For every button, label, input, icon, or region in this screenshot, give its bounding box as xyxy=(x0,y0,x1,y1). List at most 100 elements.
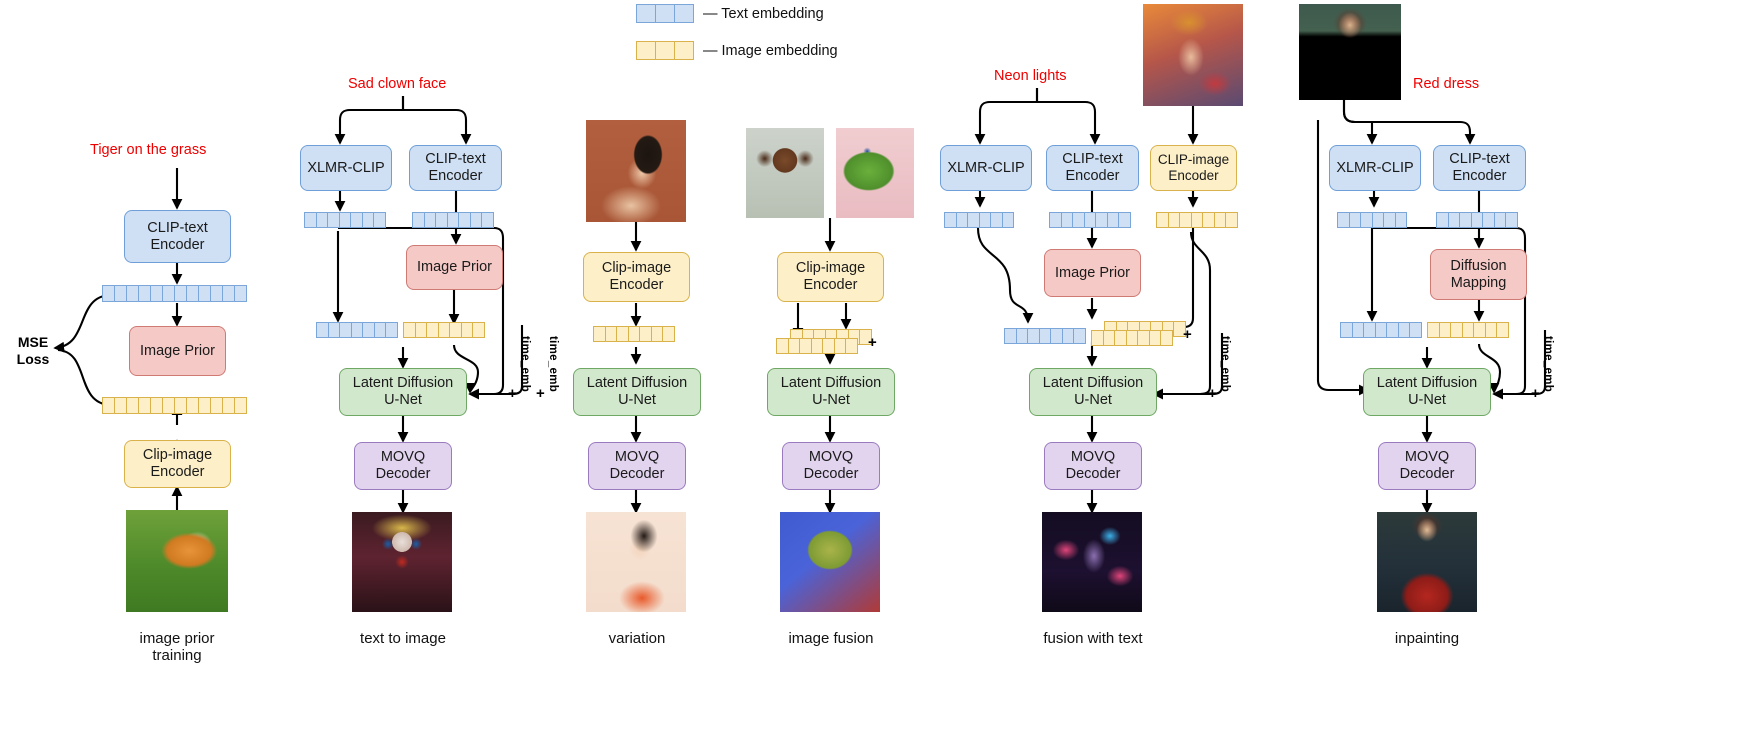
output-image-mona-lisa-red-dress xyxy=(1377,512,1477,612)
embedding-text-xlmr-c2 xyxy=(304,212,391,228)
time-emb-label-c2: time_emb xyxy=(519,336,531,393)
embedding-text-c1 xyxy=(102,285,254,302)
embedding-image-fusion-bottom-c4 xyxy=(776,338,863,354)
embedding-text-xlmr-c6 xyxy=(1337,212,1412,228)
input-image-crocodile-gena xyxy=(836,128,914,218)
node-label: XLMR-CLIP xyxy=(307,159,385,176)
caption-image-fusion: image fusion xyxy=(788,630,874,647)
embedding-text-concat-c2 xyxy=(316,322,403,338)
node-label: XLMR-CLIP xyxy=(1336,159,1414,176)
caption-text-to-image: text to image xyxy=(360,630,446,647)
prompt-neon-lights: Neon lights xyxy=(994,68,1067,84)
output-image-fused-creature xyxy=(780,512,880,612)
caption-variation: variation xyxy=(608,630,666,647)
node-label: Image Prior xyxy=(140,342,215,359)
input-image-tiger xyxy=(126,510,228,612)
legend-image-swatch xyxy=(636,41,694,60)
embedding-image-concat-bottom-c5 xyxy=(1091,330,1178,346)
legend-text-embedding: — Text embedding xyxy=(636,4,824,23)
prompt-red-dress: Red dress xyxy=(1413,76,1480,92)
prompt-tiger-on-the-grass: Tiger on the grass xyxy=(90,142,207,158)
legend-text-label: — Text embedding xyxy=(703,5,824,22)
legend-image-embedding: — Image embedding xyxy=(636,41,838,60)
plus-sign-concat-c5: + xyxy=(1183,326,1192,343)
plus-sign-c4: + xyxy=(868,334,877,351)
plus-sign-c6: + xyxy=(1531,385,1540,402)
node-image-prior-c5[interactable]: Image Prior xyxy=(1044,249,1141,297)
node-image-prior-c1[interactable]: Image Prior xyxy=(129,326,226,376)
input-image-cheburashka xyxy=(746,128,824,218)
node-xlmr-clip-c6[interactable]: XLMR-CLIP xyxy=(1329,145,1421,191)
legend-image-label: — Image embedding xyxy=(703,42,838,59)
node-image-prior-c2[interactable]: Image Prior xyxy=(406,245,503,290)
input-image-woman-flowers xyxy=(1143,4,1243,106)
input-image-woman-illustration xyxy=(586,120,686,222)
embedding-text-concat-c5 xyxy=(1004,328,1091,344)
embedding-text-clip-c2 xyxy=(412,212,499,228)
node-label: XLMR-CLIP xyxy=(947,159,1025,176)
time-emb-label-c3: time_emb xyxy=(547,336,559,393)
embedding-image-c3 xyxy=(593,326,680,342)
node-xlmr-clip-c5[interactable]: XLMR-CLIP xyxy=(940,145,1032,191)
time-emb-label-c6: time_emb xyxy=(1542,336,1554,393)
input-image-mona-lisa-masked xyxy=(1299,4,1401,100)
output-image-neon-portrait xyxy=(1042,512,1142,612)
node-xlmr-clip-c2[interactable]: XLMR-CLIP xyxy=(300,145,392,191)
embedding-image-c1 xyxy=(102,397,254,414)
embedding-text-clip-c6 xyxy=(1436,212,1523,228)
embedding-image-concat-c6 xyxy=(1427,322,1514,338)
embedding-image-concat-c2 xyxy=(403,322,490,338)
embedding-text-xlmr-c5 xyxy=(944,212,1019,228)
embedding-text-clip-c5 xyxy=(1049,212,1136,228)
node-label: Image Prior xyxy=(1055,264,1130,281)
plus-sign-time-c5: + xyxy=(1208,385,1217,402)
prompt-sad-clown-face: Sad clown face xyxy=(348,76,447,92)
plus-sign-c3: + xyxy=(536,385,545,402)
output-image-sad-clown xyxy=(352,512,452,612)
legend-text-swatch xyxy=(636,4,694,23)
node-label: Image Prior xyxy=(417,259,492,276)
embedding-image-clip-c5 xyxy=(1156,212,1243,228)
output-image-woman-variation xyxy=(586,512,686,612)
time-emb-label-c5: time_emb xyxy=(1219,336,1231,393)
caption-inpainting: inpainting xyxy=(1394,630,1460,647)
